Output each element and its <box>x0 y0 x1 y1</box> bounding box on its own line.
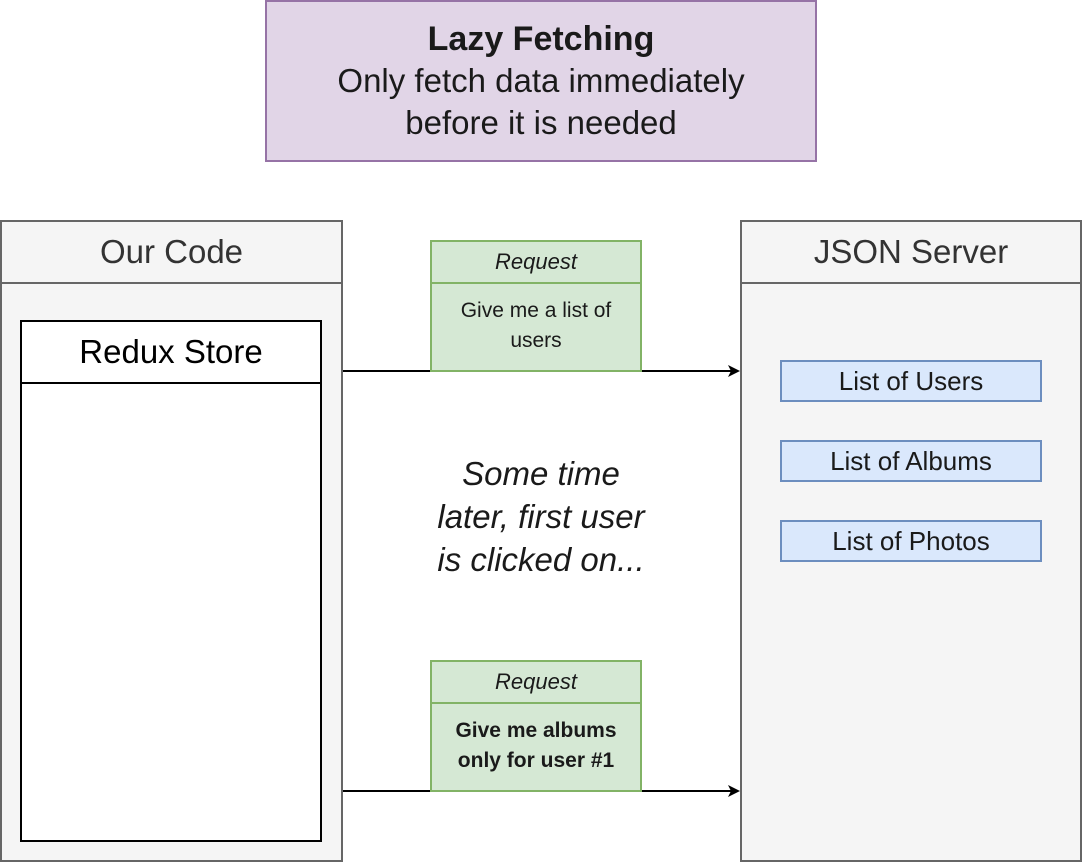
resource-photos: List of Photos <box>780 520 1042 562</box>
json-server-label: JSON Server <box>742 222 1080 284</box>
request-body-line: Give me albums <box>455 719 617 742</box>
title-heading: Lazy Fetching <box>427 20 655 58</box>
request-body-line: Give me a list of <box>460 299 612 322</box>
resource-users: List of Users <box>780 360 1042 402</box>
timing-note-line: later, first user <box>437 498 645 535</box>
request-body-line: only for user #1 <box>457 749 615 772</box>
our-code-label: Our Code <box>2 222 341 284</box>
request-box-albums: Request Give me albums only for user #1 <box>430 660 642 792</box>
title-line-1: Only fetch data immediately <box>337 62 745 99</box>
title-line-2: before it is needed <box>405 104 677 141</box>
resource-albums: List of Albums <box>780 440 1042 482</box>
redux-store-label: Redux Store <box>22 322 320 384</box>
timing-note-line: is clicked on... <box>437 541 645 578</box>
timing-note: Some time later, first user is clicked o… <box>400 452 682 581</box>
title-box: Lazy Fetching Only fetch data immediatel… <box>265 0 817 162</box>
redux-store-box: Redux Store <box>20 320 322 842</box>
request-body: Give me a list of users <box>432 282 640 370</box>
request-body: Give me albums only for user #1 <box>432 702 640 790</box>
request-body-line: users <box>510 329 562 352</box>
request-box-users: Request Give me a list of users <box>430 240 642 372</box>
request-head: Request <box>432 242 640 284</box>
request-head: Request <box>432 662 640 704</box>
timing-note-line: Some time <box>462 455 620 492</box>
